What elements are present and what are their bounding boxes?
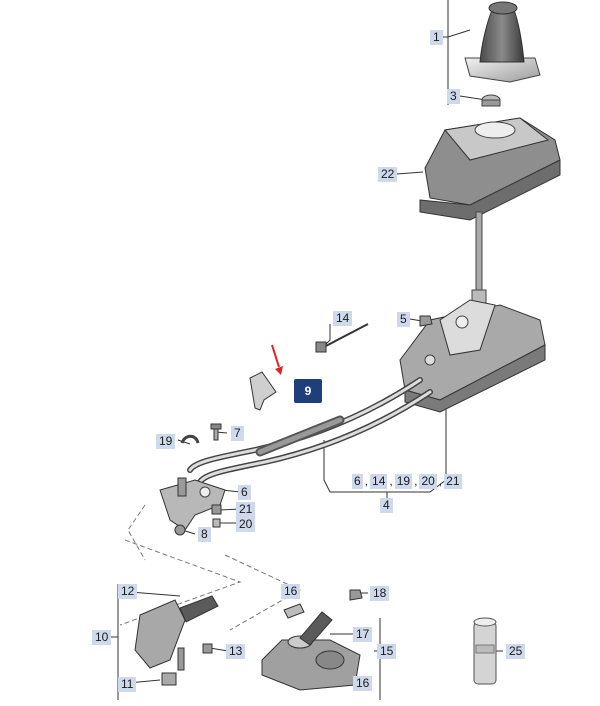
callout-16-top: 16 [281, 584, 301, 599]
callout-1: 1 [430, 30, 443, 45]
callout-25: 25 [506, 644, 526, 659]
selector-lever-part-10 [134, 595, 219, 686]
group-4-item: 20 [419, 474, 437, 489]
grease-tube-part-25 [473, 617, 497, 685]
callout-4: 4 [380, 498, 393, 513]
callout-16-bottom: 16 [353, 676, 373, 691]
callout-22: 22 [378, 167, 398, 182]
group-4-separator: , [414, 474, 418, 488]
callout-5: 5 [397, 312, 410, 327]
callout-14: 14 [333, 311, 353, 326]
bolt-part-7 [210, 423, 222, 441]
gear-knob-part [464, 1, 541, 83]
group-4-separator: , [364, 474, 369, 488]
shift-cables [187, 377, 433, 485]
callout-19: 19 [156, 434, 176, 449]
callout-21: 21 [236, 502, 256, 517]
callout-15: 15 [377, 644, 397, 659]
callout-18: 18 [370, 586, 390, 601]
bushing-part-3 [481, 94, 501, 107]
group-4-item: 14 [370, 474, 388, 489]
group-4-separator: , [389, 474, 393, 488]
assembly-dash-lines [119, 504, 302, 631]
callout-3: 3 [447, 89, 460, 104]
callout-11: 11 [118, 677, 137, 692]
bracket-part-6 [159, 477, 226, 531]
callout-8: 8 [198, 527, 211, 542]
nut-part-5 [419, 315, 433, 327]
housing-cover-part-22 [419, 117, 561, 221]
cable-tie-part-14 [315, 323, 369, 353]
callout-7: 7 [231, 426, 244, 441]
callout-6: 6 [238, 485, 251, 500]
callout-13: 13 [226, 644, 246, 659]
group-4-separator: , [438, 474, 443, 488]
bolt-part-20 [212, 518, 221, 528]
shift-lever [471, 211, 487, 309]
callout-20: 20 [236, 517, 256, 532]
callout-9-highlighted: 9 [294, 379, 322, 403]
callout-10: 10 [92, 630, 112, 645]
group-4-item: 21 [444, 474, 462, 489]
group-4-item: 6 [352, 474, 363, 489]
bracket-part-9 [249, 371, 277, 411]
nut-part-8 [174, 524, 186, 536]
callout-12: 12 [118, 584, 138, 599]
callout-group-4-items: 6 , 14 , 19 , 20 , 21 [352, 474, 462, 489]
group-4-item: 19 [394, 474, 413, 489]
red-arrow-indicator [271, 344, 283, 375]
nut-part-21 [211, 504, 222, 515]
callout-17: 17 [353, 627, 373, 642]
lever-housing [399, 299, 546, 413]
clip-part-19 [180, 434, 200, 444]
gate-lever-part-15 [261, 589, 363, 691]
